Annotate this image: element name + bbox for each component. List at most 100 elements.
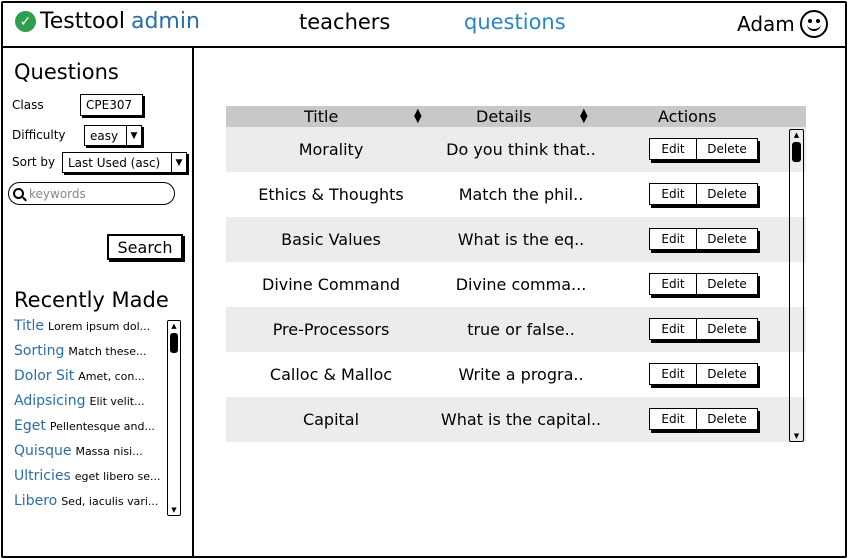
table-row: Basic Values What is the eq.. Edit Delet…	[226, 217, 806, 262]
scroll-up-icon[interactable]: ▲	[171, 322, 177, 330]
recent-item-title: Libero	[14, 493, 58, 509]
edit-button[interactable]: Edit	[650, 319, 697, 339]
questions-table: Title ▲▼ Details ▲▼ Actions Morality Do …	[226, 106, 806, 442]
search-icon	[13, 188, 24, 199]
edit-button[interactable]: Edit	[650, 274, 697, 294]
search-button[interactable]: Search	[107, 234, 183, 260]
table-row: Divine Command Divine comma... Edit Dele…	[226, 262, 806, 307]
recent-item-title: Dolor Sit	[14, 368, 75, 384]
table-row: Ethics & Thoughts Match the phil.. Edit …	[226, 172, 806, 217]
smiley-icon	[799, 10, 828, 38]
delete-button[interactable]: Delete	[707, 412, 747, 426]
logo[interactable]: ✓ Testtool admin	[15, 9, 200, 34]
column-details[interactable]: Details	[476, 107, 532, 126]
edit-button[interactable]: Edit	[650, 229, 697, 249]
user-menu[interactable]: Adam	[737, 10, 828, 38]
edit-button[interactable]: Edit	[650, 184, 697, 204]
recent-item-snippet: Elit velit...	[89, 395, 145, 408]
logo-admin: admin	[130, 9, 200, 34]
row-details: Match the phil..	[458, 185, 584, 204]
sidebar-title: Questions	[14, 60, 119, 84]
row-title: Ethics & Thoughts	[258, 185, 404, 204]
logo-name: Testtool	[40, 9, 125, 34]
recent-item-snippet: Lorem ipsum dol...	[48, 320, 151, 333]
scroll-up-icon[interactable]: ▲	[793, 131, 800, 139]
column-actions: Actions	[658, 107, 717, 126]
class-field[interactable]: CPE307	[80, 94, 143, 116]
sortby-label: Sort by	[12, 155, 56, 169]
recent-item-title: Adipsicing	[14, 393, 86, 409]
table-row: Morality Do you think that.. Edit Delete	[226, 127, 806, 172]
user-name: Adam	[737, 12, 795, 36]
recent-item-title: Eget	[14, 418, 46, 434]
row-actions: Edit Delete	[649, 183, 758, 205]
scroll-down-icon[interactable]: ▼	[171, 506, 177, 514]
recent-title: Recently Made	[14, 288, 169, 312]
row-details: true or false..	[467, 320, 575, 339]
edit-button[interactable]: Edit	[650, 139, 697, 159]
sortby-value: Last Used (asc)	[68, 155, 161, 170]
scroll-thumb[interactable]	[792, 142, 801, 162]
class-label: Class	[12, 98, 44, 112]
row-actions: Edit Delete	[649, 408, 758, 430]
table-header: Title ▲▼ Details ▲▼ Actions	[226, 106, 806, 127]
scroll-thumb[interactable]	[170, 333, 178, 353]
recent-item-snippet: Sed, iaculis vari...	[61, 495, 159, 508]
recent-item-title: Sorting	[14, 343, 65, 359]
row-actions: Edit Delete	[649, 228, 758, 250]
scroll-down-icon[interactable]: ▼	[793, 432, 800, 440]
recent-item-snippet: Massa nisi...	[75, 445, 143, 458]
row-title: Calloc & Malloc	[269, 365, 393, 384]
row-details: What is the eq..	[457, 230, 585, 249]
row-details: Divine comma...	[455, 275, 587, 294]
nav-questions[interactable]: questions	[464, 10, 566, 34]
delete-button[interactable]: Delete	[707, 367, 747, 381]
row-details: Do you think that..	[446, 140, 596, 159]
delete-button[interactable]: Delete	[707, 187, 747, 201]
recent-scrollbar[interactable]: ▲ ▼	[167, 320, 181, 516]
difficulty-value: easy	[90, 128, 119, 143]
delete-button[interactable]: Delete	[707, 142, 747, 156]
table-row: Capital What is the capital.. Edit Delet…	[226, 397, 806, 442]
row-title: Pre-Processors	[272, 320, 390, 339]
search-input[interactable]: keywords	[8, 182, 175, 205]
table-row: Calloc & Malloc Write a progra.. Edit De…	[226, 352, 806, 397]
sort-icon[interactable]: ▲▼	[580, 107, 588, 125]
recent-item-snippet: eget libero se...	[74, 470, 161, 483]
row-actions: Edit Delete	[649, 363, 758, 385]
class-value: CPE307	[86, 98, 133, 112]
recent-item-snippet: Match these...	[68, 345, 147, 358]
sortby-select[interactable]: Last Used (asc) ▼	[62, 152, 187, 173]
delete-button[interactable]: Delete	[707, 232, 747, 246]
row-title: Capital	[302, 410, 360, 429]
nav-teachers[interactable]: teachers	[299, 10, 391, 34]
row-details: Write a progra..	[458, 365, 584, 384]
row-actions: Edit Delete	[649, 273, 758, 295]
sidebar: Questions Class CPE307 Difficulty easy ▼…	[1, 48, 194, 558]
sort-icon[interactable]: ▲▼	[414, 107, 422, 125]
recent-item-title: Ultricies	[14, 468, 71, 484]
delete-button[interactable]: Delete	[707, 277, 747, 291]
table-scrollbar[interactable]: ▲ ▼	[789, 129, 804, 442]
column-title[interactable]: Title	[304, 107, 339, 126]
row-actions: Edit Delete	[649, 318, 758, 340]
row-details: What is the capital..	[440, 410, 602, 429]
difficulty-label: Difficulty	[12, 128, 66, 142]
edit-button[interactable]: Edit	[650, 409, 697, 429]
search-placeholder: keywords	[29, 186, 86, 201]
table-row: Pre-Processors true or false.. Edit Dele…	[226, 307, 806, 352]
difficulty-select[interactable]: easy ▼	[84, 125, 142, 146]
edit-button[interactable]: Edit	[650, 364, 697, 384]
delete-button[interactable]: Delete	[707, 322, 747, 336]
row-title: Basic Values	[281, 230, 381, 249]
